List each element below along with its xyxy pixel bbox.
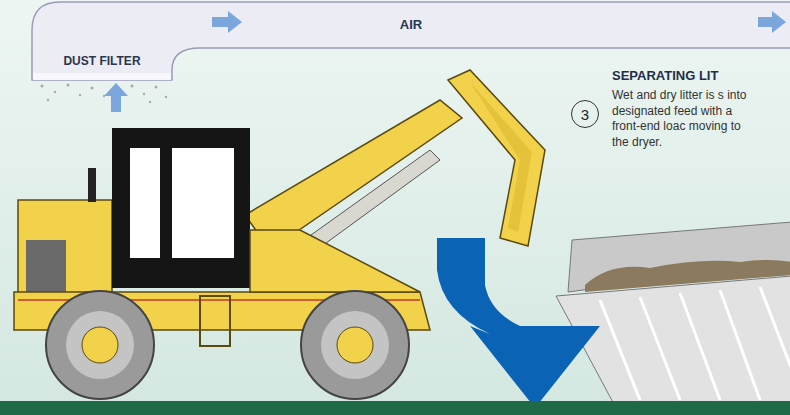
filter-strip xyxy=(33,73,171,80)
cab-window xyxy=(130,148,160,258)
boom-arm xyxy=(245,100,462,250)
engine-hood xyxy=(18,200,112,300)
exhaust xyxy=(88,168,96,202)
dust-particles xyxy=(41,84,168,104)
front-frame xyxy=(250,230,420,292)
grille xyxy=(26,240,66,295)
rear-wheel xyxy=(46,291,154,399)
callout-number: 3 xyxy=(571,100,599,128)
bucket xyxy=(448,70,545,246)
front-wheel xyxy=(301,291,409,399)
bin-front xyxy=(556,276,790,408)
flow-arrow xyxy=(212,11,242,33)
pour-arrow xyxy=(437,238,600,408)
bucket-inner xyxy=(470,82,532,232)
cab xyxy=(112,128,250,288)
air-duct-label: AIR xyxy=(32,2,790,46)
flow-arrow xyxy=(758,11,786,33)
dust-filter-text: DUST FILTER xyxy=(63,54,140,68)
air-duct-label-text: AIR xyxy=(400,17,422,32)
ladder xyxy=(200,296,230,346)
dust-filter: DUST FILTER xyxy=(34,50,170,72)
step-heading: SEPARATING LIT xyxy=(612,68,788,84)
bin-stripes xyxy=(600,287,790,400)
ground-band xyxy=(0,401,790,415)
step-body: Wet and dry litter is s into designated … xyxy=(612,88,752,150)
cab-window xyxy=(172,148,234,258)
callout-number-text: 3 xyxy=(581,106,589,123)
up-arrow xyxy=(104,83,128,112)
